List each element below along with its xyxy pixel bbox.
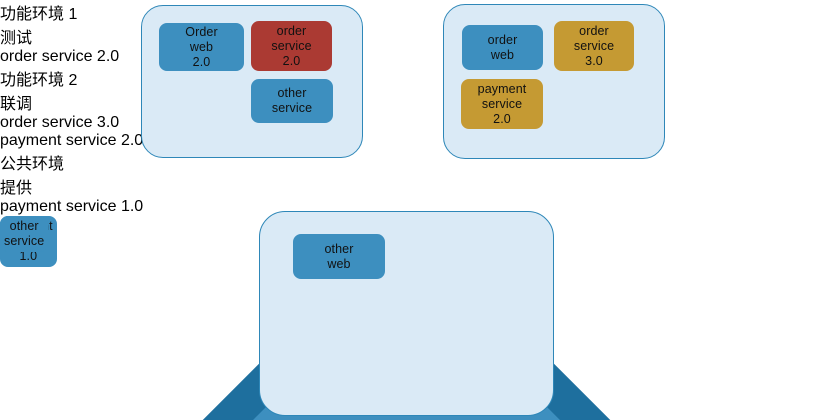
service-box-order-web-2-0[interactable]: Order web 2.0 bbox=[159, 23, 244, 71]
label-feature-env-1-line-2: order service 2.0 bbox=[0, 48, 120, 65]
label-common-env-title: 公共环境 bbox=[0, 156, 65, 173]
service-box-other-service-common-2[interactable]: other service bbox=[0, 216, 49, 252]
label-feature-env-2: 功能环境 2 联调 order service 3.0 payment serv… bbox=[0, 66, 813, 150]
service-box-order-web-env2[interactable]: order web bbox=[462, 25, 543, 70]
service-box-order-service-2-0[interactable]: order service 2.0 bbox=[251, 21, 332, 71]
service-box-order-service-3-0[interactable]: order service 3.0 bbox=[554, 21, 634, 71]
label-feature-env-1-line-1: 测试 bbox=[0, 30, 33, 47]
label-feature-env-1-title: 功能环境 1 bbox=[0, 6, 78, 23]
service-box-other-service-env1[interactable]: other service bbox=[251, 79, 333, 123]
label-feature-env-2-line-2: order service 3.0 bbox=[0, 114, 120, 131]
label-common-env-line-1: 提供 bbox=[0, 180, 33, 197]
label-feature-env-2-line-1: 联调 bbox=[0, 96, 33, 113]
service-box-other-web-common[interactable]: other web bbox=[293, 234, 385, 279]
container-common-env[interactable] bbox=[259, 211, 554, 416]
service-box-payment-service-2-0[interactable]: payment service 2.0 bbox=[461, 79, 543, 129]
label-feature-env-2-line-3: payment service 2.0 bbox=[0, 132, 144, 149]
label-common-env-line-2: payment service 1.0 bbox=[0, 198, 144, 215]
label-feature-env-2-title: 功能环境 2 bbox=[0, 72, 78, 89]
label-feature-env-1: 功能环境 1 测试 order service 2.0 bbox=[0, 0, 813, 66]
label-common-env: 公共环境 提供 payment service 1.0 bbox=[0, 150, 813, 216]
